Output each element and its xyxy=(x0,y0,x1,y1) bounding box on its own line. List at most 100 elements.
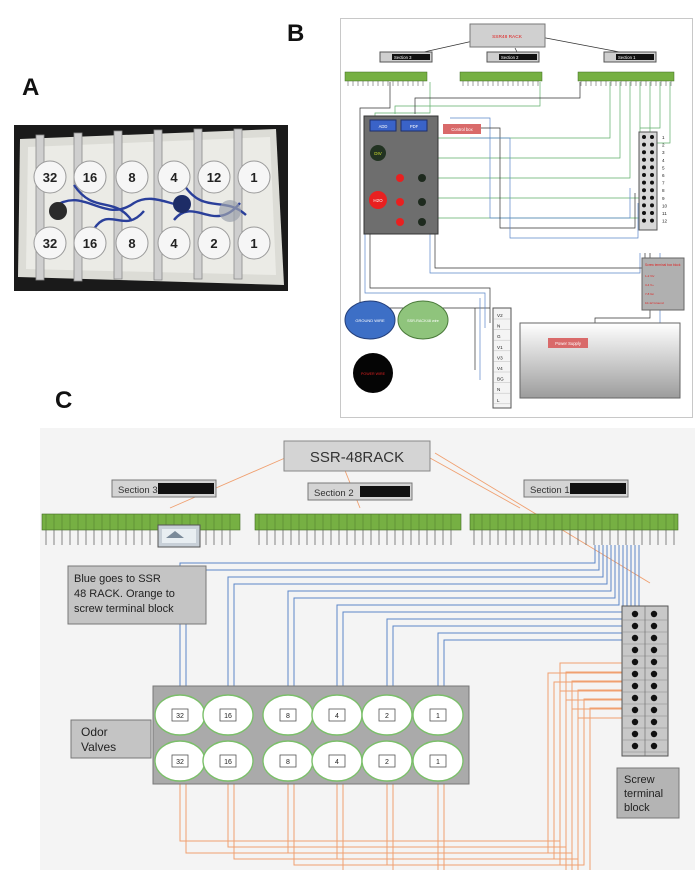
b-ground-wire-label: GROUND WIRE xyxy=(355,318,385,323)
b-power-wire-legend xyxy=(353,353,393,393)
c-rack-title: SSR-48RACK xyxy=(310,449,404,466)
b-terminal-number: 4 xyxy=(662,158,665,163)
photo-valve-label: 16 xyxy=(83,236,97,251)
b-terminal-number: 2 xyxy=(662,143,665,148)
c-valve-label: 8 xyxy=(286,759,290,766)
photo-valve-cap xyxy=(33,160,67,194)
c-rack-box xyxy=(283,440,431,472)
b-control-box-label: Control box xyxy=(451,127,473,132)
b-header-pin: G xyxy=(497,334,501,339)
b-header-pin: N xyxy=(497,324,500,329)
wiring-schematic-b: SSR48 RACK Section 3 Section 2 Section 1… xyxy=(340,18,693,418)
b-h2o-label: H2O xyxy=(373,198,383,203)
c-note-line-1: Blue goes to SSR xyxy=(74,573,161,585)
b-header-pin: L xyxy=(497,398,500,403)
panel-letter-b: B xyxy=(287,20,305,47)
b-terminal-number: 9 xyxy=(662,196,665,201)
photo-valve-label: 32 xyxy=(43,236,57,251)
b-rack-title: SSR48 RACK xyxy=(492,34,523,40)
panel-letter-a: A xyxy=(22,74,40,101)
photo-valve-label: 8 xyxy=(128,170,135,185)
photo-valve-cap xyxy=(115,226,149,260)
c-section1-label: Section 1 xyxy=(530,485,570,496)
c-valve-label: 32 xyxy=(176,713,184,720)
b-add-button[interactable] xyxy=(369,119,397,132)
c-valve-label: 1 xyxy=(436,713,440,720)
c-valve-label: 16 xyxy=(224,759,232,766)
c-odor-label-line-1: Odor xyxy=(81,725,108,739)
photo-valve-label: 1 xyxy=(250,236,257,251)
b-power-supply-label: Power Supply xyxy=(555,341,582,346)
b-terminal-number: 11 xyxy=(662,211,667,216)
photo-valve-label: 16 xyxy=(83,170,97,185)
photo-valve-cap xyxy=(237,226,271,260)
photo-valve-cap xyxy=(197,160,231,194)
c-terminal-strips xyxy=(41,513,679,545)
b-terminal-strips xyxy=(344,71,675,86)
c-valve-label: 8 xyxy=(286,713,290,720)
c-valve-label: 4 xyxy=(335,759,339,766)
b-section1-label: Section 1 xyxy=(618,55,636,60)
b-terminal-number: 7 xyxy=(662,181,665,186)
photo-valve-cap xyxy=(73,160,107,194)
photo-valve-cap xyxy=(33,226,67,260)
b-pdf-button[interactable] xyxy=(400,119,428,132)
c-note-line-3: screw terminal block xyxy=(74,603,174,615)
b-ssr-wire-label: SSR-RACK48 wire xyxy=(407,319,439,323)
b-power-header xyxy=(492,307,512,409)
c-odor-label-box xyxy=(70,719,152,759)
b-terminal-number: 8 xyxy=(662,188,665,193)
b-legend-title: Screw terminal box block xyxy=(645,263,681,267)
photo-valve-cap xyxy=(115,160,149,194)
c-valve-label: 16 xyxy=(224,713,232,720)
c-odor-label-line-2: Valves xyxy=(81,740,116,754)
c-section2-label: Section 2 xyxy=(314,488,354,499)
b-section3-label: Section 3 xyxy=(394,55,412,60)
photo-valve-label: 1 xyxy=(250,170,257,185)
b-power-supply xyxy=(519,322,681,399)
b-header-pin: V3 xyxy=(497,355,503,360)
c-terminal-label-line-1: Screw xyxy=(624,774,655,786)
b-terminal-number: 6 xyxy=(662,173,665,178)
b-screw-terminal xyxy=(638,131,658,231)
b-legend-box xyxy=(641,257,685,311)
b-header-pin: V1 xyxy=(497,345,503,350)
b-header-pin: BG xyxy=(497,377,504,382)
photo-valve-label: 4 xyxy=(170,236,178,251)
photo-valve-cap xyxy=(73,226,107,260)
b-legend-line-1: 1-2 Vlv xyxy=(645,274,655,278)
b-terminal-number: 3 xyxy=(662,150,665,155)
b-ssr-wire-legend xyxy=(397,300,449,340)
c-terminal-label-line-3: block xyxy=(624,802,650,814)
b-power-wire-label: POWER WIRE xyxy=(361,372,386,376)
photo-valve-label: 32 xyxy=(43,170,57,185)
b-ground-wire-legend xyxy=(344,300,396,340)
b-terminal-number: 5 xyxy=(662,165,665,170)
b-terminal-number: 10 xyxy=(662,203,668,208)
b-terminal-number: 12 xyxy=(662,219,668,224)
c-section3-label: Section 3 xyxy=(118,485,158,496)
wiring-schematic-c: SSR-48RACK Section 3 Section 2 Section 1… xyxy=(40,428,695,870)
c-valve-label: 32 xyxy=(176,759,184,766)
b-rack-box xyxy=(469,23,546,48)
b-header-pin: N xyxy=(497,387,500,392)
b-header-pin: V2 xyxy=(497,313,503,318)
photo-valve-label: 12 xyxy=(207,170,221,185)
c-note-line-2: 48 RACK. Orange to xyxy=(74,588,175,600)
c-note-box xyxy=(67,565,207,625)
photo-valve-cap xyxy=(237,160,271,194)
c-terminal-label-line-2: terminal xyxy=(624,788,663,800)
photo-valve-cap xyxy=(197,226,231,260)
photo-valve-cap xyxy=(157,160,191,194)
photo-valve-label: 4 xyxy=(170,170,178,185)
b-terminal-number: 1 xyxy=(662,135,665,140)
b-legend-line-2: 3-4 V+ xyxy=(645,283,654,287)
b-legend-line-4: 10-12 Ground xyxy=(645,301,664,305)
photo-valve-label: 8 xyxy=(128,236,135,251)
c-terminal-label-box xyxy=(616,767,680,819)
panel-letter-c: C xyxy=(55,387,73,414)
b-add-label: ADD xyxy=(379,124,388,129)
b-div-label: DIV xyxy=(374,151,382,156)
c-valve-label: 2 xyxy=(385,759,389,766)
